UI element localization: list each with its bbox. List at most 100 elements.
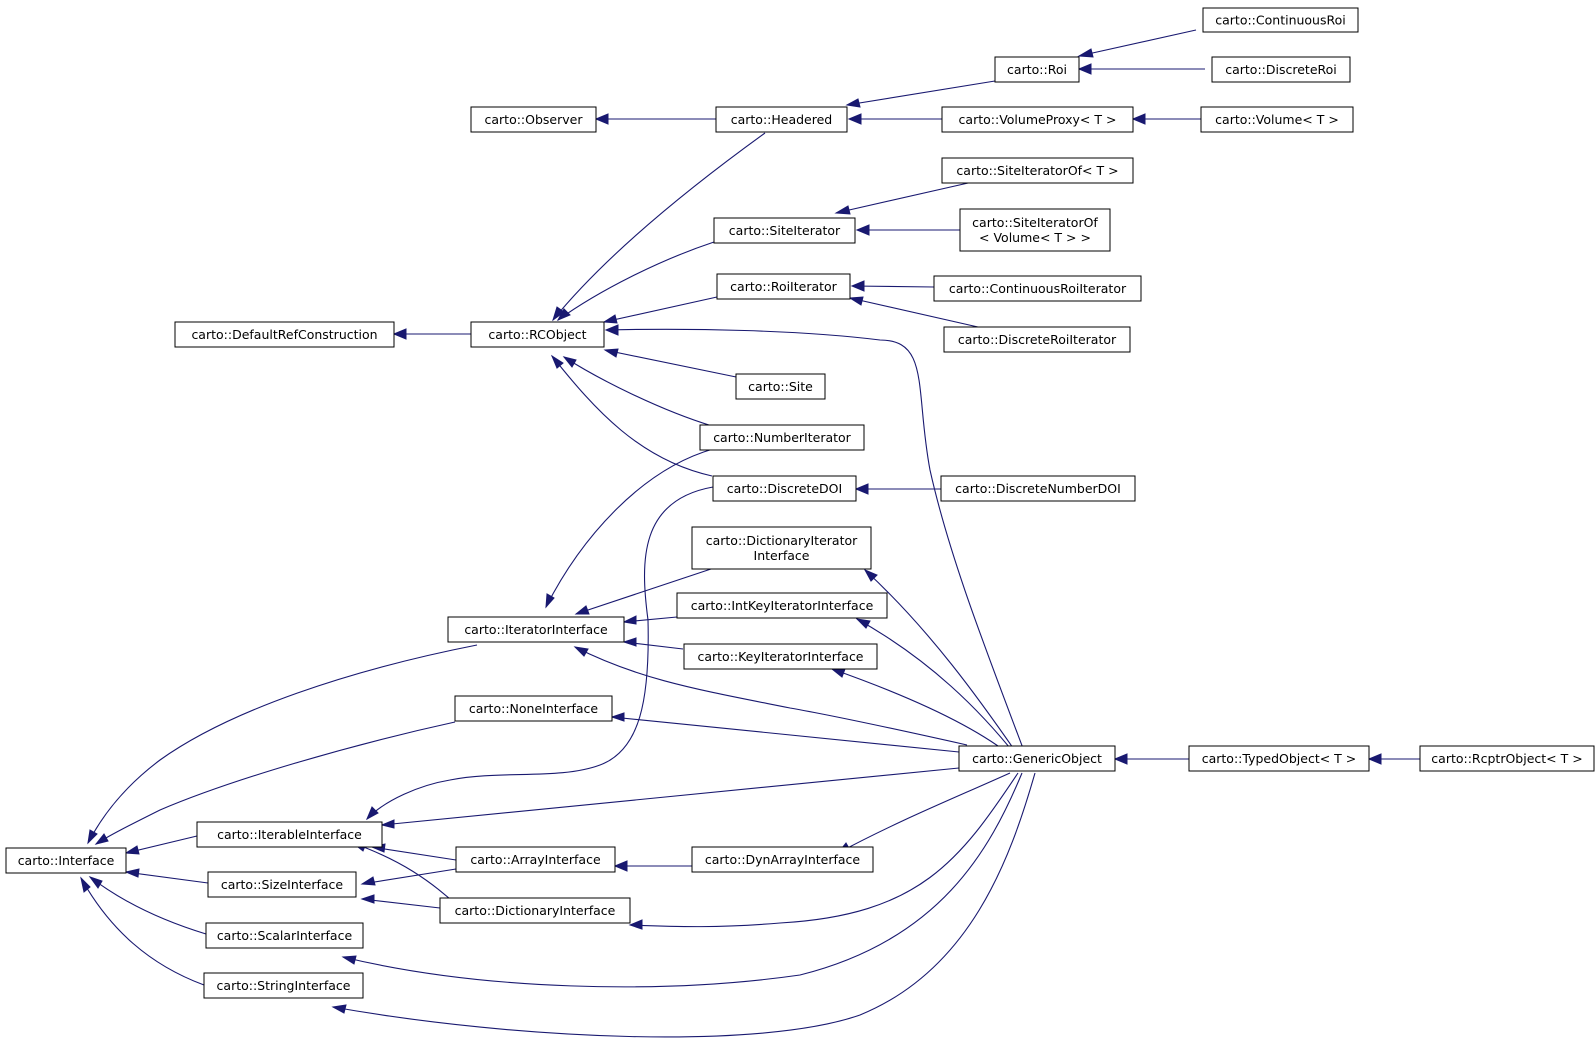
class-node-volume-proxy[interactable]: carto::VolumeProxy< T > bbox=[941, 106, 1134, 133]
class-node-box bbox=[691, 846, 874, 873]
class-node-label: carto::DiscreteNumberDOI bbox=[955, 481, 1121, 496]
edge-rcobject-site bbox=[603, 348, 742, 379]
class-node-none-interface[interactable]: carto::NoneInterface bbox=[454, 695, 613, 722]
class-node-box bbox=[207, 871, 357, 898]
edge-size-interface-array-interface bbox=[360, 868, 457, 886]
class-node-label: carto::Interface bbox=[18, 853, 115, 868]
edge-default-ref-construction-rcobject bbox=[392, 328, 471, 340]
class-node-string-interface[interactable]: carto::StringInterface bbox=[203, 972, 364, 999]
class-node-dyn-array-interface[interactable]: carto::DynArrayInterface bbox=[691, 846, 874, 873]
edge-roi-discrete-roi bbox=[1077, 63, 1205, 75]
edge-rcobject-generic-object bbox=[604, 324, 1028, 760]
class-node-discrete-roi[interactable]: carto::DiscreteRoi bbox=[1211, 56, 1351, 83]
class-node-label: carto::Roi bbox=[1007, 62, 1067, 77]
class-node-box bbox=[941, 106, 1134, 133]
edge-interface-string-interface bbox=[80, 876, 205, 986]
edge-iterable-interface-generic-object bbox=[380, 767, 960, 829]
class-node-label: carto::DynArrayInterface bbox=[705, 852, 861, 867]
edge-rcobject-discrete-doi bbox=[550, 354, 713, 477]
edge-discrete-doi-discrete-number-doi bbox=[854, 483, 941, 495]
class-node-site-iterator-of-volume[interactable]: carto::SiteIteratorOf< Volume< T > > bbox=[959, 208, 1111, 252]
class-node-size-interface[interactable]: carto::SizeInterface bbox=[207, 871, 357, 898]
class-node-label: carto::ArrayInterface bbox=[470, 852, 601, 867]
class-node-discrete-roi-iterator[interactable]: carto::DiscreteRoiIterator bbox=[943, 326, 1131, 353]
class-node-roi[interactable]: carto::Roi bbox=[994, 56, 1080, 83]
class-node-label: carto::RoiIterator bbox=[730, 279, 838, 294]
class-node-box bbox=[715, 106, 848, 133]
class-node-scalar-interface[interactable]: carto::ScalarInterface bbox=[205, 922, 364, 949]
edge-int-key-iterator-interface-generic-object bbox=[855, 618, 1019, 759]
edge-iterator-interface-int-key-iterator-interface bbox=[622, 615, 678, 625]
edge-interface-scalar-interface bbox=[88, 876, 207, 935]
edge-iterator-interface-generic-object bbox=[573, 646, 968, 746]
class-node-continuous-roi[interactable]: carto::ContinuousRoi bbox=[1202, 7, 1359, 33]
class-node-iterable-interface[interactable]: carto::IterableInterface bbox=[196, 821, 383, 848]
class-node-volume[interactable]: carto::Volume< T > bbox=[1200, 106, 1354, 133]
edge-volume-proxy-volume bbox=[1131, 113, 1201, 125]
class-node-label: carto::DiscreteRoiIterator bbox=[958, 332, 1117, 347]
class-node-rcptr-object[interactable]: carto::RcptrObject< T > bbox=[1419, 745, 1595, 772]
class-node-box bbox=[958, 745, 1116, 772]
class-node-box bbox=[1200, 106, 1354, 133]
edge-interface-iterable-interface bbox=[124, 835, 198, 855]
class-node-label: carto::NumberIterator bbox=[713, 430, 851, 445]
class-node-generic-object[interactable]: carto::GenericObject bbox=[958, 745, 1116, 772]
class-node-label: carto::Volume< T > bbox=[1215, 112, 1339, 127]
edge-iterator-interface-number-iterator bbox=[545, 448, 714, 609]
class-node-box bbox=[454, 695, 613, 722]
class-node-box bbox=[699, 424, 865, 451]
class-node-default-ref-construction[interactable]: carto::DefaultRefConstruction bbox=[174, 321, 395, 348]
class-node-array-interface[interactable]: carto::ArrayInterface bbox=[455, 846, 616, 873]
class-node-box bbox=[994, 56, 1080, 83]
class-node-box bbox=[716, 273, 851, 300]
class-node-box bbox=[447, 616, 625, 643]
class-node-label: carto::RcptrObject< T > bbox=[1431, 751, 1582, 766]
class-node-label: carto::DictionaryIterator bbox=[706, 533, 858, 548]
class-node-key-iterator-interface[interactable]: carto::KeyIteratorInterface bbox=[683, 643, 878, 670]
class-node-box bbox=[1419, 745, 1595, 772]
class-node-label: carto::DiscreteDOI bbox=[727, 481, 842, 496]
edge-headered-volume-proxy bbox=[847, 113, 942, 125]
class-node-number-iterator[interactable]: carto::NumberIterator bbox=[699, 424, 865, 451]
class-node-box bbox=[683, 643, 878, 670]
class-node-discrete-doi[interactable]: carto::DiscreteDOI bbox=[712, 475, 857, 502]
class-node-box bbox=[1188, 745, 1370, 772]
class-node-label: carto::RCObject bbox=[488, 327, 586, 342]
class-node-label: carto::IterableInterface bbox=[217, 827, 362, 842]
class-node-label: carto::GenericObject bbox=[972, 751, 1102, 766]
class-node-label: carto::DefaultRefConstruction bbox=[191, 327, 377, 342]
class-node-roi-iterator[interactable]: carto::RoiIterator bbox=[716, 273, 851, 300]
class-node-iterator-interface[interactable]: carto::IteratorInterface bbox=[447, 616, 625, 643]
edge-key-iterator-interface-generic-object bbox=[830, 668, 1015, 759]
edge-size-interface-dictionary-interface bbox=[360, 894, 441, 909]
class-node-label: carto::IteratorInterface bbox=[464, 622, 608, 637]
class-node-continuous-roi-iterator[interactable]: carto::ContinuousRoiIterator bbox=[933, 275, 1142, 302]
class-node-headered[interactable]: carto::Headered bbox=[715, 106, 848, 133]
class-node-box bbox=[439, 897, 631, 924]
class-node-box bbox=[691, 526, 872, 570]
class-node-dictionary-interface[interactable]: carto::DictionaryInterface bbox=[439, 897, 631, 924]
class-node-site-iterator[interactable]: carto::SiteIterator bbox=[713, 217, 856, 244]
class-node-rcobject[interactable]: carto::RCObject bbox=[470, 321, 605, 348]
edge-interface-size-interface bbox=[124, 868, 209, 884]
edge-roi-iterator-discrete-roi-iterator bbox=[848, 296, 979, 328]
class-node-box bbox=[712, 475, 857, 502]
class-node-observer[interactable]: carto::Observer bbox=[470, 106, 597, 133]
class-node-int-key-iterator-interface[interactable]: carto::IntKeyIteratorInterface bbox=[676, 592, 888, 619]
edge-scalar-interface-generic-object bbox=[341, 772, 1023, 988]
edge-none-interface-generic-object bbox=[610, 712, 960, 753]
class-node-site[interactable]: carto::Site bbox=[735, 373, 826, 400]
class-node-site-iterator-of[interactable]: carto::SiteIteratorOf< T > bbox=[941, 157, 1134, 184]
edge-site-iterator-site-iterator-of-volume bbox=[855, 224, 960, 236]
class-node-label: carto::SizeInterface bbox=[221, 877, 344, 892]
class-node-typed-object[interactable]: carto::TypedObject< T > bbox=[1188, 745, 1370, 772]
class-node-label: carto::IntKeyIteratorInterface bbox=[691, 598, 874, 613]
class-node-box bbox=[455, 846, 616, 873]
class-node-interface[interactable]: carto::Interface bbox=[5, 847, 127, 874]
edge-roi-iterator-continuous-roi-iterator bbox=[850, 280, 935, 292]
class-node-discrete-number-doi[interactable]: carto::DiscreteNumberDOI bbox=[940, 475, 1136, 502]
class-node-label: carto::NoneInterface bbox=[469, 701, 599, 716]
class-node-label: carto::SiteIteratorOf< T > bbox=[956, 163, 1118, 178]
